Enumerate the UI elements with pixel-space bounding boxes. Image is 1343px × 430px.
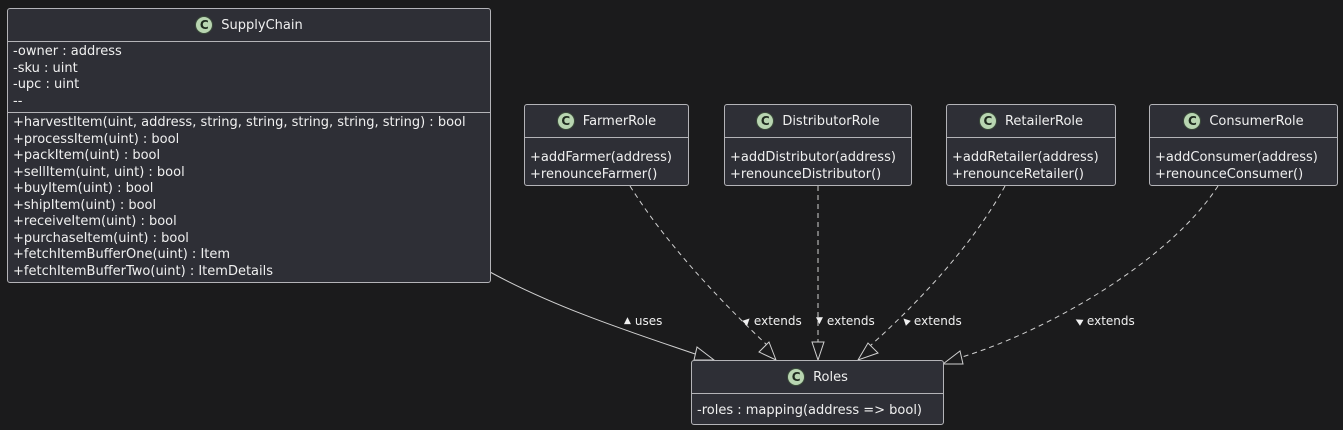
class-farmerrole[interactable]: C FarmerRole +addFarmer(address) +renoun… [524, 104, 689, 186]
class-header: C DistributorRole [725, 105, 911, 138]
method: +fetchItemBufferOne(uint) : Item [13, 247, 231, 262]
class-name: Roles [813, 369, 848, 385]
attribute: -owner : address [13, 44, 122, 59]
method: +renounceRetailer() [952, 166, 1084, 182]
attribute: -roles : mapping(address => bool) [697, 403, 923, 418]
direction-arrow-icon: ▲ [740, 314, 753, 327]
edge-uses [489, 271, 699, 356]
class-retailerrole[interactable]: C RetailerRole +addRetailer(address) +re… [946, 104, 1116, 186]
class-name: RetailerRole [1004, 113, 1084, 129]
attribute: -upc : uint [13, 77, 80, 92]
method-list: +harvestItem(uint, address, string, stri… [8, 113, 490, 282]
method-list: +addConsumer(address) +renounceConsumer(… [1150, 138, 1337, 185]
method: +addFarmer(address) [530, 150, 672, 165]
class-stereotype-icon: C [787, 368, 806, 386]
attribute: -sku : uint [13, 60, 78, 76]
class-stereotype-icon: C [1183, 112, 1202, 130]
method-list: +addRetailer(address) +renounceRetailer(… [947, 138, 1115, 185]
method: +sellItem(uint, uint) : bool [13, 164, 185, 180]
class-stereotype-icon: C [195, 16, 214, 34]
class-roles[interactable]: C Roles -roles : mapping(address => bool… [691, 360, 944, 425]
attribute-list: -owner : address -sku : uint -upc : uint… [8, 42, 490, 113]
edge-label-text: extends [913, 314, 962, 328]
edge-label-uses: ▲ uses [624, 314, 662, 328]
edge-label-text: extends [753, 314, 802, 328]
class-name: SupplyChain [221, 17, 303, 33]
class-name: DistributorRole [782, 113, 880, 129]
class-name: FarmerRole [582, 113, 657, 129]
edge-label-consumer: ▲ extends [1072, 314, 1135, 328]
direction-arrow-icon: ▲ [624, 315, 631, 326]
method: +purchaseItem(uint) : bool [13, 230, 189, 246]
class-distributorrole[interactable]: C DistributorRole +addDistributor(addres… [724, 104, 912, 186]
method: +receiveItem(uint) : bool [13, 214, 177, 229]
direction-arrow-icon: ▲ [1072, 315, 1086, 327]
class-header: C SupplyChain [8, 9, 490, 42]
class-supplychain[interactable]: C SupplyChain -owner : address -sku : ui… [7, 8, 491, 283]
direction-arrow-icon: ▼ [816, 315, 823, 326]
edge-consumer-arrowhead [941, 350, 964, 365]
class-header: C RetailerRole [947, 105, 1115, 138]
edge-farmer-arrowhead [758, 341, 777, 361]
edge-label-text: extends [826, 314, 875, 328]
edge-label-farmer: ▲ extends [740, 314, 802, 328]
method: +buyItem(uint) : bool [13, 181, 154, 196]
method: +renounceDistributor() [730, 166, 882, 182]
edge-label-text: uses [634, 314, 663, 328]
direction-arrow-icon: ▲ [900, 314, 913, 327]
method-list: +addFarmer(address) +renounceFarmer() [525, 138, 688, 185]
attribute-list: -roles : mapping(address => bool) [692, 394, 943, 424]
edge-retailer-extends [869, 185, 1006, 347]
class-header: C Roles [692, 361, 943, 394]
class-stereotype-icon: C [978, 112, 997, 130]
edge-farmer-extends [629, 185, 769, 347]
method: +packItem(uint) : bool [13, 148, 161, 163]
class-stereotype-icon: C [556, 112, 575, 130]
class-stereotype-icon: C [756, 112, 775, 130]
class-header: C ConsumerRole [1150, 105, 1337, 138]
edge-distributor-arrowhead [811, 341, 825, 362]
edge-label-retailer: ▲ extends [900, 314, 962, 328]
edge-label-text: extends [1086, 314, 1135, 328]
method: +shipItem(uint) : bool [13, 197, 157, 213]
class-header: C FarmerRole [525, 105, 688, 138]
method: +fetchItemBufferTwo(uint) : ItemDetails [13, 263, 274, 279]
class-consumerrole[interactable]: C ConsumerRole +addConsumer(address) +re… [1149, 104, 1338, 186]
edge-consumer-extends [961, 185, 1219, 358]
method: +renounceFarmer() [530, 166, 658, 182]
method: +addDistributor(address) [730, 150, 896, 165]
method: +processItem(uint) : bool [13, 131, 180, 147]
edge-retailer-arrowhead [856, 342, 879, 361]
class-name: ConsumerRole [1209, 113, 1304, 129]
method: +harvestItem(uint, address, string, stri… [13, 115, 466, 130]
attribute: -- [13, 93, 23, 109]
edge-uses-arrowhead [693, 346, 716, 361]
method-list: +addDistributor(address) +renounceDistri… [725, 138, 911, 185]
edge-label-distributor: ▼ extends [816, 314, 875, 328]
method: +addConsumer(address) [1155, 150, 1318, 165]
method: +renounceConsumer() [1155, 166, 1304, 182]
method: +addRetailer(address) [952, 150, 1099, 165]
